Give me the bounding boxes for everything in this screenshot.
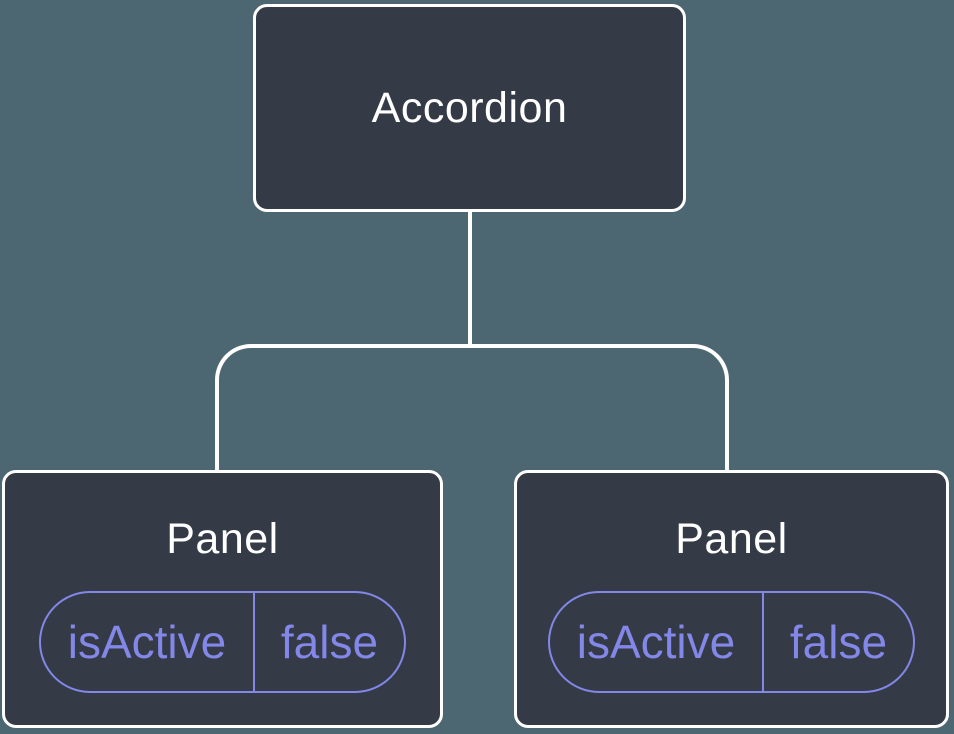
state-pill-1: isActive false <box>39 591 406 693</box>
node-accordion: Accordion <box>253 4 686 212</box>
node-panel-2: Panel isActive false <box>514 470 949 728</box>
node-panel-1: Panel isActive false <box>2 470 443 728</box>
state-pill-2-value: false <box>762 593 913 691</box>
connector-bracket <box>215 344 729 470</box>
node-panel-1-label: Panel <box>166 515 279 563</box>
state-pill-1-value: false <box>253 593 404 691</box>
connector-stem <box>468 212 472 346</box>
state-pill-1-name: isActive <box>67 616 227 668</box>
state-pill-2-name: isActive <box>576 616 736 668</box>
node-accordion-label: Accordion <box>371 84 568 132</box>
node-panel-2-label: Panel <box>675 515 788 563</box>
state-pill-2: isActive false <box>548 591 915 693</box>
